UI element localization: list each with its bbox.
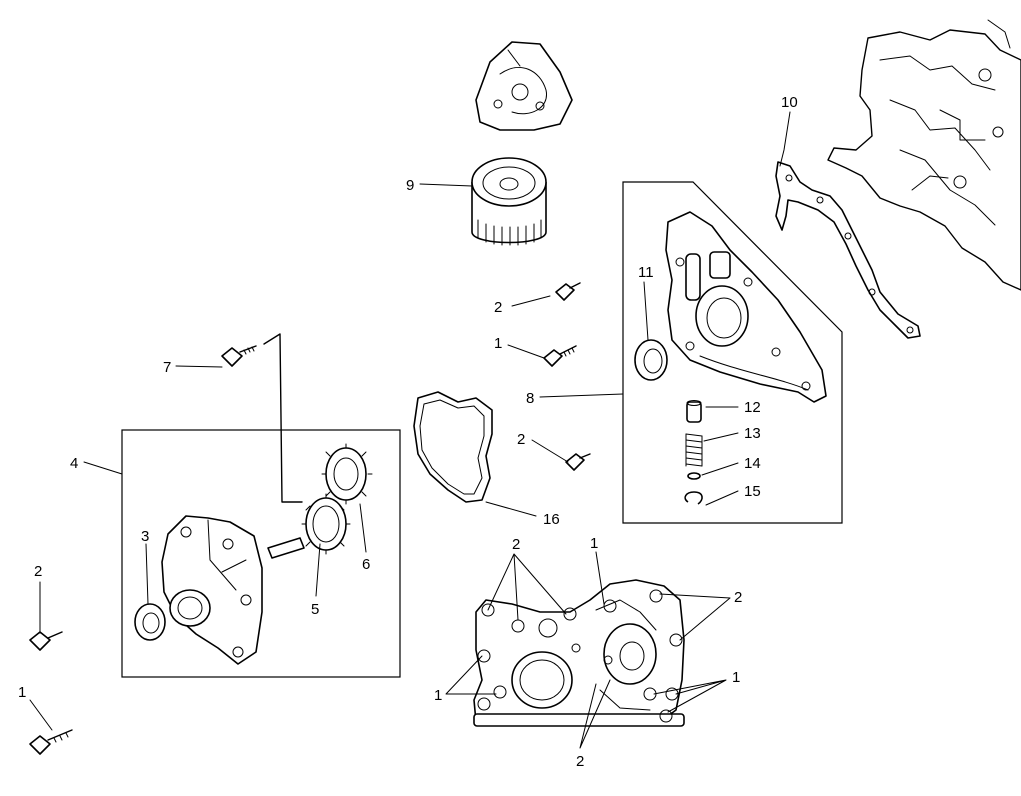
callout-7: 7 [163,359,171,376]
callout-1: 1 [18,684,26,701]
callout-1: 1 [434,687,442,704]
relief-valve-parts [684,400,703,505]
callout-3: 3 [141,528,149,545]
callout-13: 13 [744,425,761,442]
front-cover [665,211,827,403]
oil-cooler-housing [475,41,573,131]
oil-pump-gasket [413,391,493,503]
callout-6: 6 [362,556,370,573]
callout-2: 2 [576,753,584,770]
callout-1: 1 [732,669,740,686]
oil-pump-housing [161,515,263,665]
callout-10: 10 [781,94,798,111]
callout-8: 8 [526,390,534,407]
oil-pump-seal [134,603,166,641]
callout-4: 4 [70,455,78,472]
drive-gear [267,493,351,559]
front-cover-gasket [775,161,921,339]
callout-labels: 10 9 11 2 1 8 12 13 2 14 15 16 7 4 3 6 5… [18,94,798,770]
callout-2: 2 [517,431,525,448]
bolt-lower-1 [29,729,73,755]
engine-block-outline [827,19,1021,291]
bolt-reference-line [263,333,303,503]
callout-9: 9 [406,177,414,194]
bolt-pump-7 [221,345,257,367]
callout-1: 1 [590,535,598,552]
oil-seal-front [634,339,668,381]
callout-15: 15 [744,483,761,500]
callout-5: 5 [311,601,319,618]
callout-14: 14 [744,455,761,472]
bolt-lower-2 [29,631,63,651]
callout-2: 2 [734,589,742,606]
leader-lines [29,111,791,749]
oil-pump-assembly-box [121,429,401,678]
bolt-upper-1 [543,345,577,367]
bolt-middle-2 [565,453,591,471]
callout-2: 2 [494,299,502,316]
callout-1: 1 [494,335,502,352]
callout-16: 16 [543,511,560,528]
callout-11: 11 [638,264,654,281]
callout-2: 2 [34,563,42,580]
callout-12: 12 [744,399,761,416]
front-cover-assembly-box [622,181,843,524]
bolt-upper-2 [555,282,581,301]
front-case [473,579,685,727]
callout-2: 2 [512,536,520,553]
oil-filter [471,157,547,246]
driven-gear [321,443,373,505]
